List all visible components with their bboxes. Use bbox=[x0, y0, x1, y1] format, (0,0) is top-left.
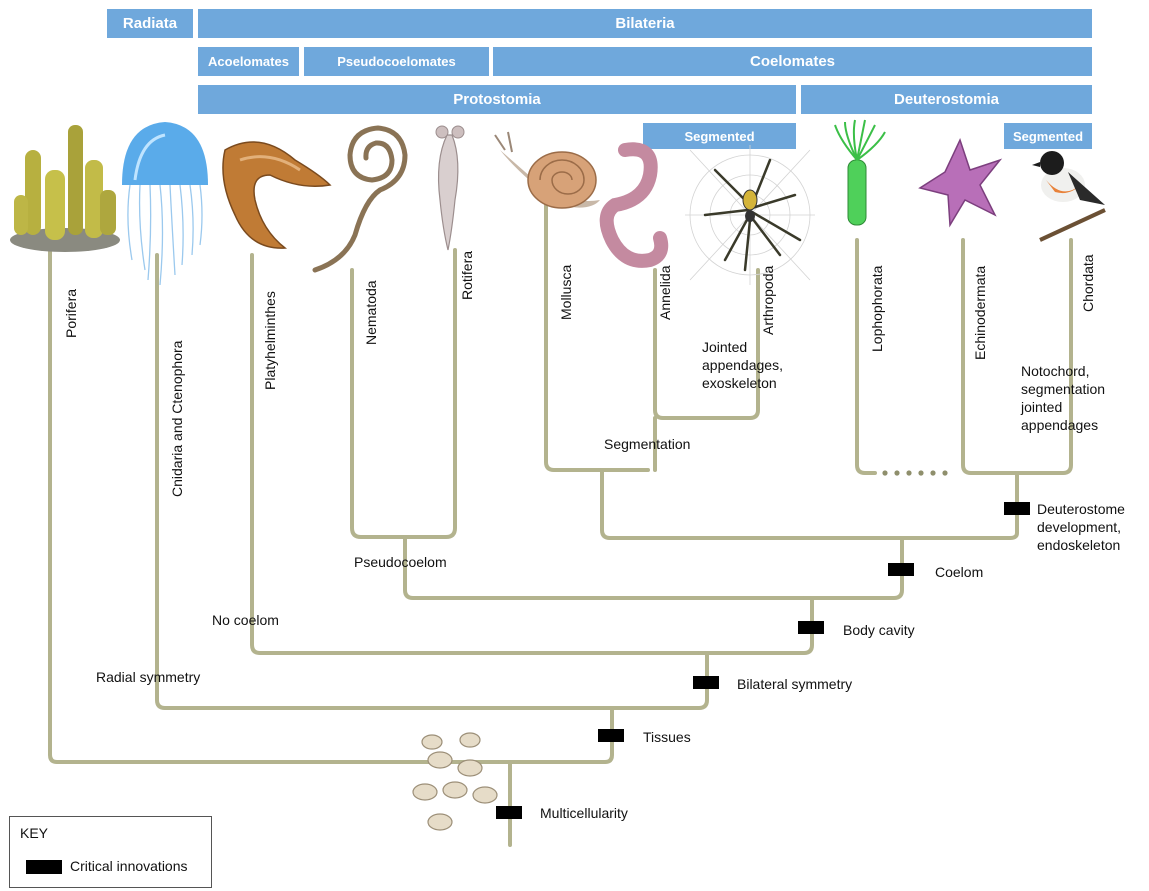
deuterostome-line-1: Deuterostome bbox=[1037, 501, 1125, 517]
taxon-chordata: Chordata bbox=[1080, 254, 1096, 312]
radial-symmetry-label: Radial symmetry bbox=[96, 669, 200, 685]
marker-deuterostome bbox=[1004, 502, 1030, 515]
marker-body-cavity bbox=[798, 621, 824, 634]
branch-deutero-stem bbox=[902, 473, 1017, 538]
branch-mollusca bbox=[546, 200, 648, 470]
stem-bilateral bbox=[605, 653, 707, 708]
bilateral-symmetry-label: Bilateral symmetry bbox=[737, 676, 852, 692]
marker-coelom bbox=[888, 563, 914, 576]
stem-tissues bbox=[500, 708, 612, 762]
rotifer-illustration bbox=[436, 126, 464, 250]
taxon-cnidaria: Cnidaria and Ctenophora bbox=[169, 340, 185, 497]
key-label: Critical innovations bbox=[70, 858, 188, 874]
taxon-mollusca: Mollusca bbox=[558, 265, 574, 320]
notochord-line-1: Notochord, bbox=[1021, 363, 1089, 379]
spider-illustration bbox=[685, 145, 815, 285]
marker-multicellularity bbox=[496, 806, 522, 819]
taxon-nematoda: Nematoda bbox=[363, 280, 379, 345]
taxon-annelida: Annelida bbox=[657, 265, 673, 320]
deuterostome-line-3: endoskeleton bbox=[1037, 537, 1120, 553]
jellyfish-illustration bbox=[122, 122, 208, 285]
marker-bilateral bbox=[693, 676, 719, 689]
dotted-link bbox=[882, 470, 947, 475]
taxon-lophophorata: Lophophorata bbox=[869, 265, 885, 352]
stem-body-cavity bbox=[700, 598, 812, 653]
branch-coelomate-proto-stem bbox=[602, 470, 902, 538]
body-cavity-label: Body cavity bbox=[843, 622, 915, 638]
notochord-label: Notochord, segmentation jointed appendag… bbox=[1020, 363, 1109, 433]
tissues-label: Tissues bbox=[643, 729, 691, 745]
lophophorate-illustration bbox=[835, 120, 885, 225]
sponge-illustration bbox=[10, 125, 120, 252]
taxon-arthropoda: Arthropoda bbox=[760, 266, 776, 335]
stem-coelom bbox=[805, 538, 902, 598]
nematode-illustration bbox=[315, 128, 405, 270]
segmentation-label: Segmentation bbox=[604, 436, 690, 452]
jointed-line-1: Jointed bbox=[702, 339, 747, 355]
taxon-echinodermata: Echinodermata bbox=[972, 266, 988, 360]
taxon-porifera: Porifera bbox=[63, 289, 79, 338]
snail-illustration bbox=[495, 132, 600, 208]
branch-platyhelminthes bbox=[252, 255, 700, 653]
notochord-line-4: appendages bbox=[1021, 417, 1098, 433]
jointed-line-3: exoskeleton bbox=[702, 375, 777, 391]
colonial-protist-illustration bbox=[413, 733, 497, 830]
no-coelom-label: No coelom bbox=[212, 612, 279, 628]
branch-cnidaria bbox=[157, 255, 605, 708]
innovation-markers bbox=[496, 502, 1030, 819]
key-box: KEY Critical innovations bbox=[9, 816, 212, 888]
key-swatch bbox=[26, 860, 62, 874]
key-title: KEY bbox=[20, 825, 48, 841]
starfish-illustration bbox=[920, 140, 1000, 225]
taxon-labels: Porifera Cnidaria and Ctenophora Platyhe… bbox=[63, 251, 1096, 497]
taxon-rotifera: Rotifera bbox=[459, 251, 475, 300]
bird-illustration bbox=[1032, 151, 1105, 240]
taxon-platyhelminthes: Platyhelminthes bbox=[262, 291, 278, 390]
notochord-line-3: jointed bbox=[1020, 399, 1062, 415]
deuterostome-label: Deuterostome development, endoskeleton bbox=[1037, 501, 1129, 553]
jointed-appendages-label: Jointed appendages, exoskeleton bbox=[702, 339, 787, 391]
marker-tissues bbox=[598, 729, 624, 742]
notochord-line-2: segmentation bbox=[1021, 381, 1105, 397]
deuterostome-line-2: development, bbox=[1037, 519, 1121, 535]
pseudocoelom-label: Pseudocoelom bbox=[354, 554, 447, 570]
coelom-label: Coelom bbox=[935, 564, 983, 580]
branch-pseudocoelom-stem bbox=[405, 537, 805, 598]
multicellularity-label: Multicellularity bbox=[540, 805, 628, 821]
jointed-line-2: appendages, bbox=[702, 357, 783, 373]
earthworm-illustration bbox=[607, 149, 662, 261]
flatworm-illustration bbox=[223, 142, 330, 248]
